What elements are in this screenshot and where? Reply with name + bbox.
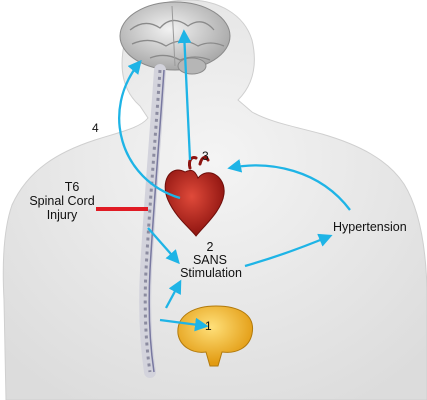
spine-icon	[139, 64, 166, 378]
injury-level-label: T6	[64, 180, 80, 194]
step-3-label: 3	[202, 149, 209, 163]
injury-name-label-2: Injury	[46, 208, 78, 222]
heart-icon	[164, 155, 225, 237]
arrow-hypertension-to-heart	[227, 159, 351, 211]
hypertension-label: Hypertension	[333, 220, 407, 234]
arrow-spine-to-sans	[147, 227, 180, 265]
step-1-label: 1	[205, 319, 212, 333]
arrow-3-heart-to-brain	[177, 29, 192, 161]
arrows	[118, 29, 351, 332]
arrow-sans-to-hypertension	[244, 233, 333, 268]
step-4-label: 4	[92, 121, 99, 135]
injury-marker-bar	[96, 207, 148, 211]
sans-label-1: SANS	[192, 253, 228, 267]
arrow-4-to-brain	[118, 59, 181, 200]
arrow-bladder-to-sans	[164, 279, 182, 309]
sans-number-label: 2	[206, 240, 214, 254]
arrow-1-bladder-to-spine	[159, 317, 209, 332]
sans-label-2: Stimulation	[180, 266, 242, 280]
injury-name-label-1: Spinal Cord	[29, 194, 95, 208]
